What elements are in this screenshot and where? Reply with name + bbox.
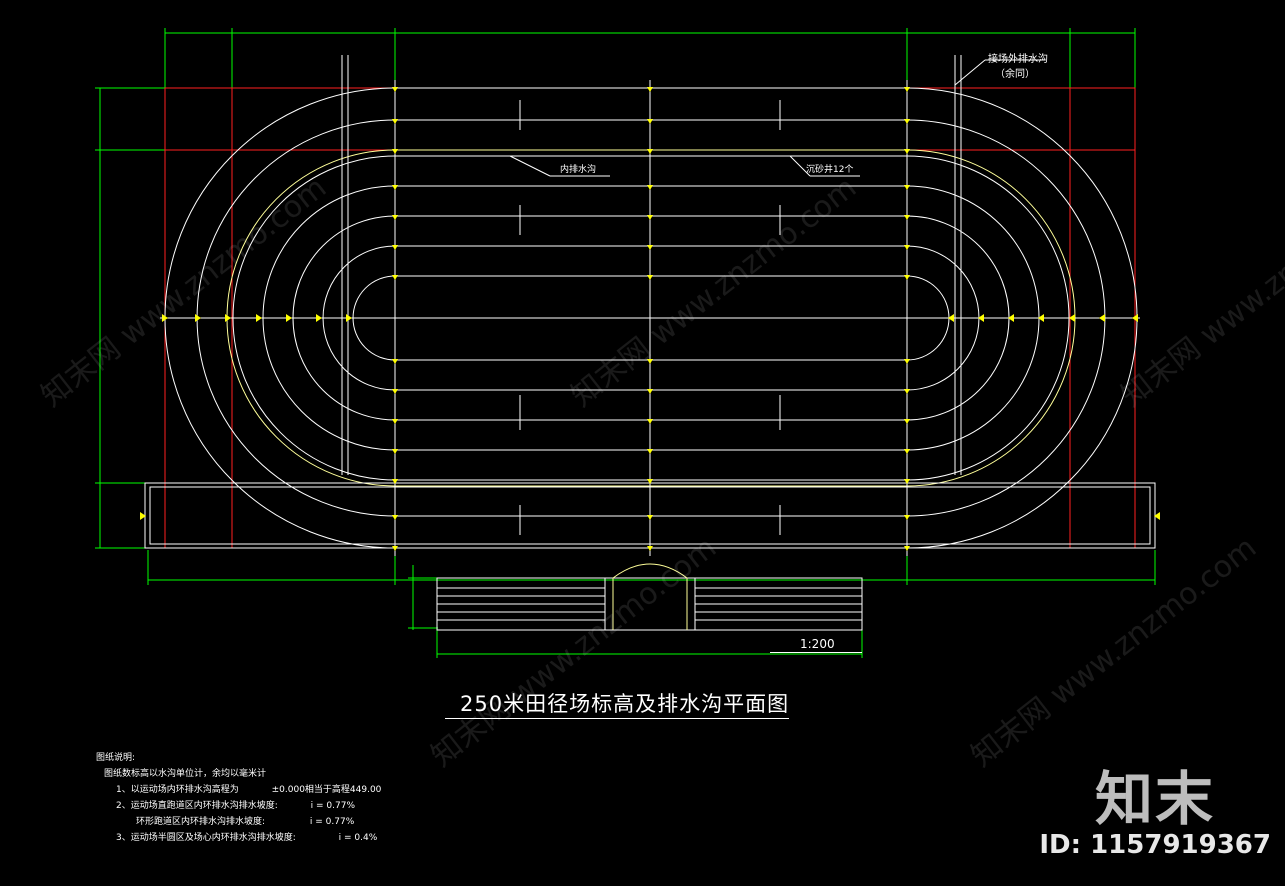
notes-line-1-value: ±0.000相当于高程449.00 — [271, 785, 382, 795]
notes-line-0: 图纸数标高以水沟单位计，余均以毫米计 — [104, 769, 267, 779]
inner-drain-label: 内排水沟 — [560, 163, 596, 175]
sand-well-label: 沉砂井12个 — [806, 163, 853, 175]
notes-line-4: 3、运动场半圆区及场心内环排水沟排水坡度: i = 0.4% — [96, 830, 381, 846]
notes-line-3: 环形跑道区内环排水沟排水坡度: i = 0.77% — [96, 814, 381, 830]
notes-line-2-label: 2、运动场直跑道区内环排水沟排水坡度: — [116, 801, 278, 811]
scale-label: 1:200 — [800, 637, 835, 651]
id-watermark: ID: 1157919367 — [1039, 830, 1271, 860]
notes-line-1-label: 1、以运动场内环排水沟高程为 — [116, 785, 239, 795]
notes-heading: 图纸说明: — [96, 753, 136, 763]
brand-watermark: 知末 — [1094, 765, 1215, 833]
elevation-markers — [140, 87, 1160, 551]
outer-drain-label: 接场外排水沟 — [988, 52, 1048, 65]
notes-line-1: 1、以运动场内环排水沟高程为 ±0.000相当于高程449.00 — [96, 782, 381, 798]
notes-line-3-value: i = 0.77% — [309, 817, 355, 827]
drawing-notes: 图纸说明: 图纸数标高以水沟单位计，余均以毫米计 1、以运动场内环排水沟高程为 … — [96, 750, 381, 846]
drawing-title: 250米田径场标高及排水沟平面图 — [460, 692, 790, 716]
dimension-lines — [95, 28, 1156, 658]
grandstand — [436, 563, 863, 631]
notes-line-4-value: i = 0.4% — [338, 833, 378, 843]
callout-labels: 接场外排水沟 （余同） 内排水沟 沉砂井12个 — [560, 52, 1048, 175]
outer-drain-sub-label: （余同） — [995, 67, 1035, 80]
notes-line-4-label: 3、运动场半圆区及场心内环排水沟排水坡度: — [116, 833, 296, 843]
notes-line-3-label: 环形跑道区内环排水沟排水坡度: — [136, 817, 266, 827]
scale-underline — [770, 652, 862, 653]
title-underline — [445, 718, 789, 719]
notes-line-2: 2、运动场直跑道区内环排水沟排水坡度: i = 0.77% — [96, 798, 381, 814]
notes-line-2-value: i = 0.77% — [310, 801, 355, 811]
